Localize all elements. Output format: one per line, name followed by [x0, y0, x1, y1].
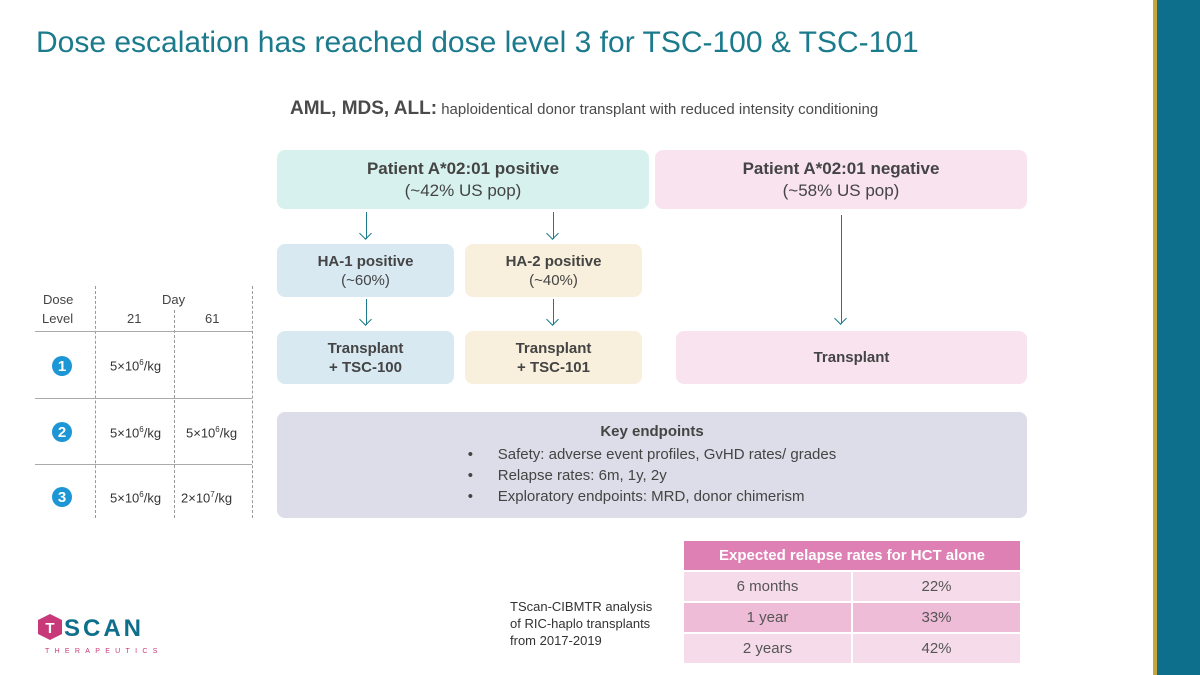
key-endpoints-title: Key endpoints: [600, 423, 704, 440]
tscan-logo: T SCAN THERAPEUTICS: [36, 612, 176, 665]
ha2-positive-box: HA-2 positive (~40%): [465, 244, 642, 297]
patient-negative-box: Patient A*02:01 negative (~58% US pop): [655, 150, 1027, 209]
dose-day21: 5×106/kg: [110, 490, 162, 506]
relapse-period: 1 year: [684, 603, 851, 632]
table-rule: [35, 331, 252, 332]
ha1-positive-box: HA-1 positive (~60%): [277, 244, 454, 297]
relapse-period: 2 years: [684, 634, 851, 663]
dose-day61: 2×107/kg: [181, 490, 233, 506]
arrow-down-icon: [553, 299, 554, 325]
relapse-period: 6 months: [684, 572, 851, 601]
level-header: Level: [42, 311, 74, 326]
day-61-header: 61: [205, 311, 220, 326]
dose-header: Dose: [43, 292, 74, 307]
subtitle-description: haploidentical donor transplant with red…: [441, 101, 879, 118]
accent-bar: [1153, 0, 1157, 675]
table-divider: [174, 310, 175, 518]
relapse-rate: 33%: [853, 603, 1020, 632]
patient-negative-share: (~58% US pop): [782, 180, 900, 200]
table-divider: [252, 286, 253, 518]
table-row: 2 years 42%: [684, 634, 1020, 663]
patient-positive-label: Patient A*02:01 positive: [366, 158, 560, 178]
svg-text:T: T: [45, 620, 54, 637]
endpoint-item: Relapse rates: 6m, 1y, 2y: [468, 465, 837, 486]
page-title: Dose escalation has reached dose level 3…: [36, 26, 919, 59]
relapse-table: Expected relapse rates for HCT alone 6 m…: [682, 539, 1022, 665]
logo-tagline: THERAPEUTICS: [45, 648, 163, 655]
transplant-tsc100-line2: + TSC-100: [329, 358, 402, 376]
ha2-share: (~40%): [529, 271, 578, 289]
analysis-note: TScan-CIBMTR analysis of RIC-haplo trans…: [510, 599, 653, 648]
patient-positive-share: (~42% US pop): [404, 180, 522, 200]
ha1-label: HA-1 positive: [317, 252, 414, 270]
arrow-down-icon: [553, 212, 554, 239]
dose-level-badge: 3: [52, 487, 72, 507]
subtitle: AML, MDS, ALL: haploidentical donor tran…: [290, 98, 878, 120]
dose-day21: 5×106/kg: [110, 425, 162, 441]
patient-positive-box: Patient A*02:01 positive (~42% US pop): [277, 150, 649, 209]
table-rule: [35, 464, 252, 465]
patient-negative-label: Patient A*02:01 negative: [742, 158, 940, 178]
endpoint-item: Exploratory endpoints: MRD, donor chimer…: [468, 486, 837, 507]
table-rule: [35, 398, 252, 399]
relapse-rate: 42%: [853, 634, 1020, 663]
subtitle-disease: AML, MDS, ALL:: [290, 98, 438, 119]
ha2-label: HA-2 positive: [505, 252, 602, 270]
dose-level-badge: 1: [52, 356, 72, 376]
transplant-tsc101-line1: Transplant: [515, 339, 592, 357]
transplant-tsc100-line1: Transplant: [327, 339, 404, 357]
key-endpoints-list: Safety: adverse event profiles, GvHD rat…: [468, 444, 837, 507]
dose-day21: 5×106/kg: [110, 358, 162, 374]
table-divider: [95, 286, 96, 518]
transplant-negative-box: Transplant: [676, 331, 1027, 384]
key-endpoints-box: Key endpoints Safety: adverse event prof…: [277, 412, 1027, 518]
transplant-tsc101-box: Transplant + TSC-101: [465, 331, 642, 384]
transplant-tsc101-line2: + TSC-101: [517, 358, 590, 376]
table-row: 6 months 22%: [684, 572, 1020, 601]
arrow-down-icon: [841, 215, 842, 324]
transplant-negative-label: Transplant: [813, 349, 890, 366]
transplant-tsc100-box: Transplant + TSC-100: [277, 331, 454, 384]
relapse-rate: 22%: [853, 572, 1020, 601]
arrow-down-icon: [366, 212, 367, 239]
relapse-table-header: Expected relapse rates for HCT alone: [684, 541, 1020, 570]
logo-brand: SCAN: [64, 615, 144, 642]
arrow-down-icon: [366, 299, 367, 325]
day-21-header: 21: [127, 311, 142, 326]
endpoint-item: Safety: adverse event profiles, GvHD rat…: [468, 444, 837, 465]
ha1-share: (~60%): [341, 271, 390, 289]
logo-hexagon-icon: [38, 614, 62, 640]
dose-level-badge: 2: [52, 422, 72, 442]
day-header: Day: [162, 292, 186, 307]
side-bar: [1157, 0, 1200, 675]
dose-day61: 5×106/kg: [186, 425, 238, 441]
table-row: 1 year 33%: [684, 603, 1020, 632]
